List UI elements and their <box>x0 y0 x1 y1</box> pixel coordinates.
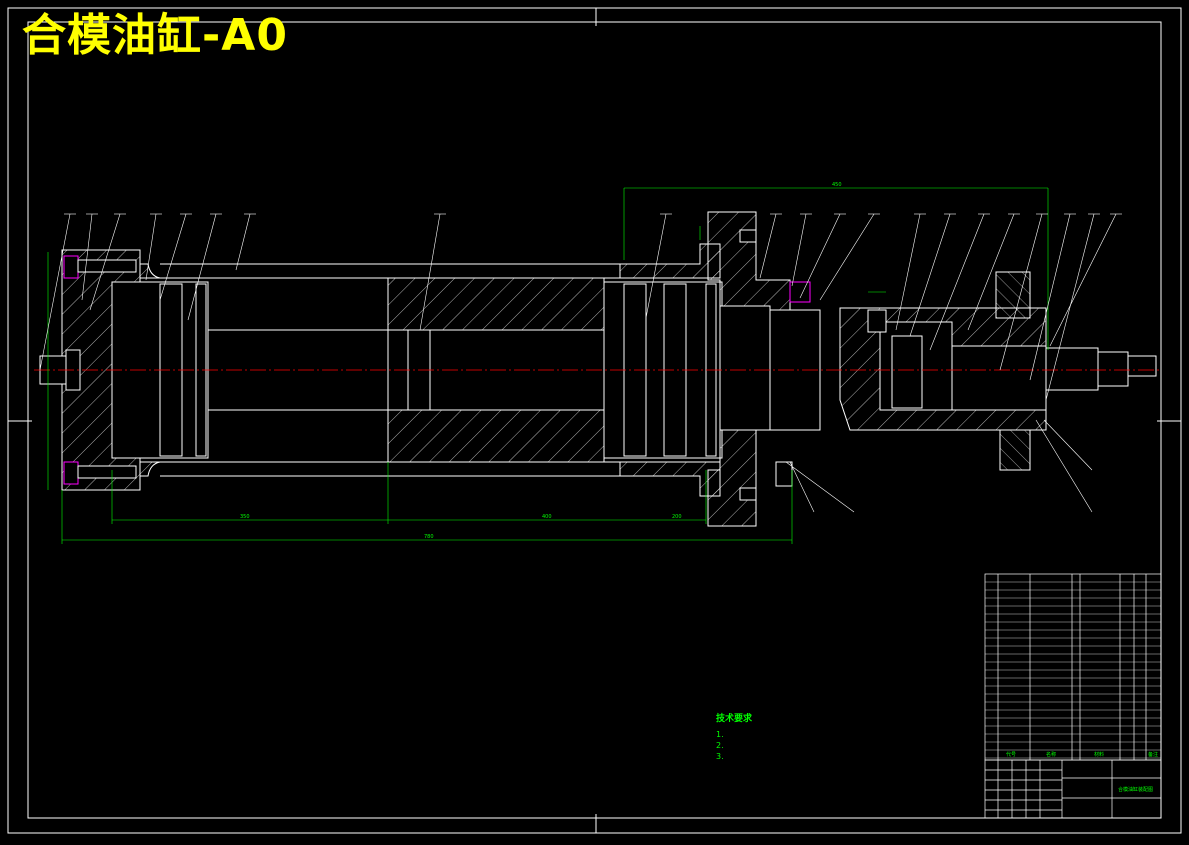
dimensions <box>47 187 1049 544</box>
title-block-header-name: 名称 <box>1046 752 1057 758</box>
svg-text:780: 780 <box>424 534 434 540</box>
tech-requirement-2: 2. <box>716 741 724 750</box>
parts-list <box>984 573 1162 761</box>
drawing-title: 合模油缸-A0 <box>22 10 288 61</box>
tech-requirement-1: 1. <box>716 730 724 739</box>
title-block-drawing-name: 合模油缸装配图 <box>1118 787 1154 793</box>
inner-border <box>27 21 1162 819</box>
svg-text:350: 350 <box>240 514 250 520</box>
title-block-header-code: 代号 <box>1006 752 1017 758</box>
title-block-header-remark: 备注 <box>1148 752 1159 758</box>
parts-list-rows <box>985 581 1161 759</box>
svg-text:450: 450 <box>832 182 842 188</box>
svg-text:400: 400 <box>542 514 552 520</box>
tech-requirement-3: 3. <box>716 752 724 761</box>
title-block <box>984 759 1162 819</box>
technical-requirements: 技术要求 1. 2. 3. <box>716 714 752 762</box>
cylinder-assembly <box>39 211 1157 527</box>
svg-text:200: 200 <box>672 514 682 520</box>
leader-lines <box>39 213 1117 513</box>
barrel-wall-bottom <box>139 461 721 497</box>
title-block-header-material: 材料 <box>1094 752 1105 758</box>
tech-requirements-heading: 技术要求 <box>716 714 753 724</box>
